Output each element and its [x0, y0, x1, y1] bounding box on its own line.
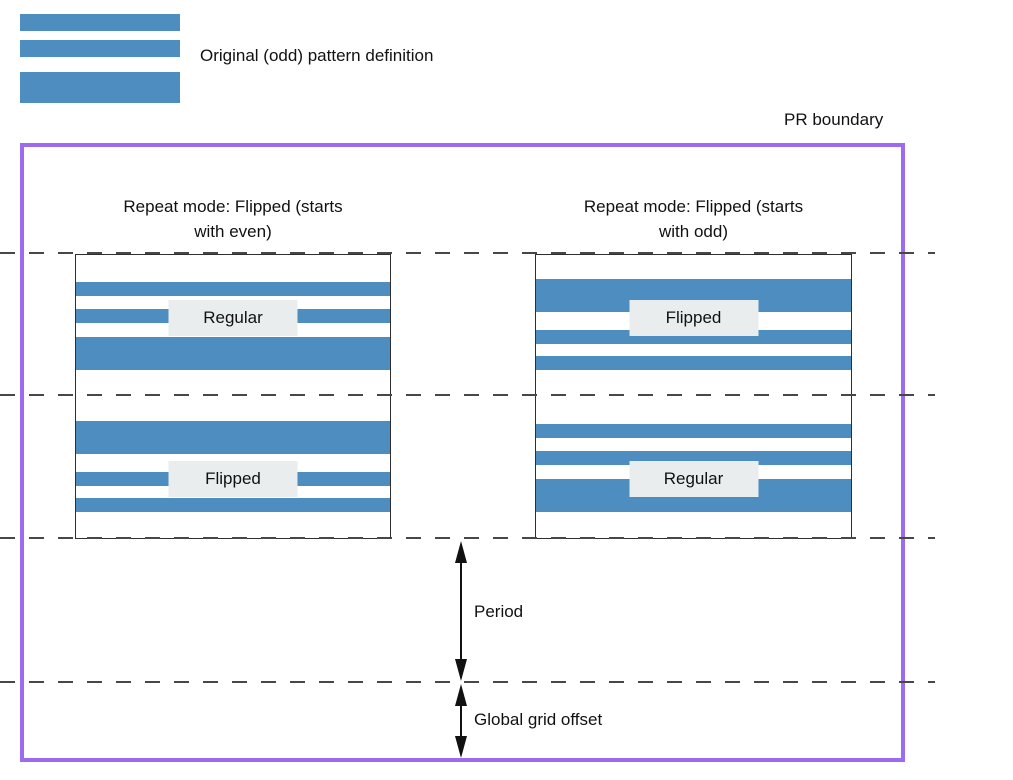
- panel-title: Repeat mode: Flipped (starts with odd): [583, 197, 804, 241]
- legend-label: Original (odd) pattern definition: [200, 46, 434, 65]
- pattern-label: Regular: [629, 461, 758, 497]
- pattern-stripes: [536, 255, 851, 538]
- dashed-grid-line: [0, 681, 935, 683]
- pattern-stripe: [536, 424, 851, 438]
- pattern-stripe: [536, 356, 851, 370]
- pattern-label: Flipped: [629, 300, 758, 336]
- arrowhead-up-icon: [454, 541, 467, 563]
- dashed-grid-line: [0, 252, 935, 254]
- pattern-stripe: [76, 421, 390, 454]
- arrowhead-down-icon: [454, 736, 467, 758]
- dashed-grid-line: [0, 537, 935, 539]
- pr-boundary-box: [20, 143, 905, 762]
- pattern-label: Regular: [168, 300, 298, 336]
- dashed-grid-line: [0, 394, 935, 396]
- pattern-stripe: [536, 330, 851, 344]
- pattern-box: Flipped Regular: [535, 254, 852, 539]
- period-arrow-line: [460, 546, 462, 678]
- pattern-stripes: [76, 255, 390, 538]
- pr-boundary-label: PR boundary: [784, 110, 884, 129]
- panel-flipped-starts-odd: Repeat mode: Flipped (starts with odd) F…: [535, 192, 852, 539]
- pattern-stripe: [76, 498, 390, 512]
- panel-title: Repeat mode: Flipped (starts with even): [123, 197, 343, 241]
- global-grid-offset-label: Global grid offset: [474, 710, 603, 729]
- global-grid-offset-arrow-line: [460, 689, 462, 752]
- period-label: Period: [474, 602, 524, 621]
- pattern-stripe: [536, 451, 851, 465]
- pattern-stripe: [76, 282, 390, 296]
- legend-bar: [20, 14, 180, 31]
- legend-bar: [20, 40, 180, 57]
- legend-bar: [20, 72, 180, 103]
- pattern-stripe: [76, 337, 390, 370]
- arrowhead-down-icon: [454, 659, 467, 681]
- arrowhead-up-icon: [454, 684, 467, 706]
- pattern-label: Flipped: [168, 461, 298, 497]
